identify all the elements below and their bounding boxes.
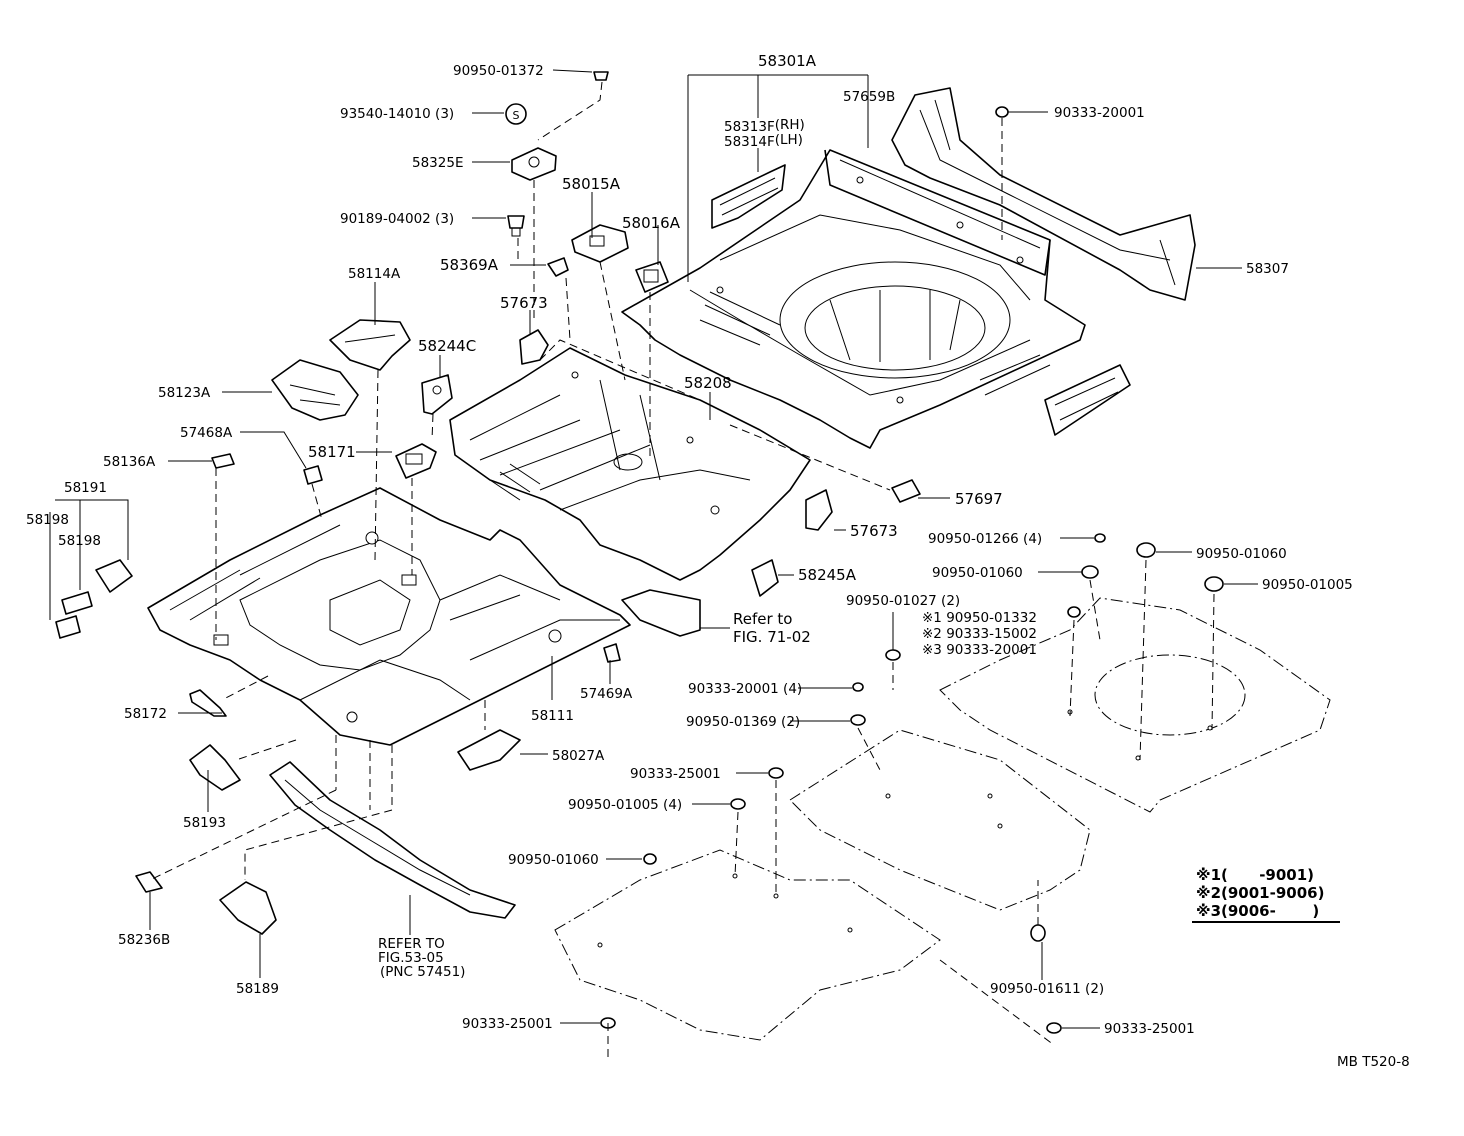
label-90950-01369: 90950-01369 (2)	[686, 714, 800, 730]
svg-text:S: S	[513, 109, 520, 122]
front-floor-58111	[147, 487, 631, 746]
label-58198-inner: 58198	[58, 533, 101, 549]
legend: ※1( -9001) ※2(9001-9006) ※3(9006- )	[1192, 866, 1340, 923]
label-58172: 58172	[124, 706, 167, 722]
note-refer-71-line2: FIG. 71-02	[733, 628, 811, 646]
label-sub3-90333-20001: ※3 90333-20001	[922, 642, 1037, 658]
note-refer-53-line3: (PNC 57451)	[380, 964, 465, 980]
label-58244c: 58244C	[418, 337, 476, 355]
label-90189-04002: 90189-04002 (3)	[340, 211, 454, 227]
panel-piece	[1044, 364, 1131, 436]
label-57659b: 57659B	[843, 89, 895, 105]
label-90950-01060-b: 90950-01060	[1196, 546, 1287, 562]
label-58208: 58208	[684, 374, 732, 392]
label-58313f: 58313F(RH)	[724, 117, 805, 135]
label-58236b: 58236B	[118, 932, 170, 948]
label-57673-upper: 57673	[500, 294, 548, 312]
label-90950-01060-a: 90950-01060	[932, 565, 1023, 581]
label-sub2-90333-15002: ※2 90333-15002	[922, 626, 1037, 642]
label-58325e: 58325E	[412, 155, 463, 171]
label-58027a: 58027A	[552, 748, 605, 764]
note-refer-53-line2: FIG.53-05	[378, 950, 444, 966]
label-57469a: 57469A	[580, 686, 633, 702]
figure-code: MB T520-8	[1337, 1054, 1410, 1070]
center-floor-58208	[449, 347, 811, 581]
label-57468a: 57468A	[180, 425, 233, 441]
label-90333-25001-b: 90333-25001	[462, 1016, 553, 1032]
label-58171: 58171	[308, 443, 356, 461]
leader-lines	[49, 69, 1258, 1029]
bracket-58313f	[711, 164, 786, 229]
rear-panel-57659b	[891, 87, 1196, 301]
label-58245a: 58245A	[798, 566, 857, 584]
label-90950-01266: 90950-01266 (4)	[928, 531, 1042, 547]
label-90333-25001-c: 90333-25001	[1104, 1021, 1195, 1037]
legend-row-3: ※3(9006- )	[1196, 902, 1319, 920]
label-57697: 57697	[955, 490, 1003, 508]
label-90950-01005-b: 90950-01005 (4)	[568, 797, 682, 813]
label-58111: 58111	[531, 708, 574, 724]
label-58307: 58307	[1246, 261, 1289, 277]
legend-row-2: ※2(9001-9006)	[1196, 884, 1324, 902]
label-90333-25001-a: 90333-25001	[630, 766, 721, 782]
rear-mat	[939, 597, 1331, 813]
label-93540-14010: 93540-14010 (3)	[340, 106, 454, 122]
label-58314f: 58314F(LH)	[724, 132, 803, 150]
front-mat	[554, 849, 941, 1041]
middle-mat	[789, 729, 1091, 911]
label-58123a: 58123A	[158, 385, 211, 401]
label-58016a: 58016A	[622, 214, 681, 232]
label-57673-lower: 57673	[850, 522, 898, 540]
part-labels: 90950-01372 93540-14010 (3) 58325E 90189…	[26, 52, 1353, 1037]
label-90950-01611: 90950-01611 (2)	[990, 981, 1104, 997]
label-58198-outer: 58198	[26, 512, 69, 528]
label-58189: 58189	[236, 981, 279, 997]
label-90333-20001-top: 90333-20001	[1054, 105, 1145, 121]
label-58191: 58191	[64, 480, 107, 496]
label-58136a: 58136A	[103, 454, 156, 470]
label-58015a: 58015A	[562, 175, 621, 193]
label-58369a: 58369A	[440, 256, 499, 274]
label-90950-01005-a: 90950-01005	[1262, 577, 1353, 593]
note-refer-71-line1: Refer to	[733, 610, 792, 628]
note-refer-53-line1: REFER TO	[378, 936, 445, 952]
legend-row-1: ※1( -9001)	[1196, 866, 1314, 884]
label-58193: 58193	[183, 815, 226, 831]
label-90950-01060-c: 90950-01060	[508, 852, 599, 868]
label-58301a: 58301A	[758, 52, 817, 70]
label-58114a: 58114A	[348, 266, 401, 282]
label-90950-01027: 90950-01027 (2)	[846, 593, 960, 609]
label-90333-20001-mid: 90333-20001 (4)	[688, 681, 802, 697]
rear-floor-pan-58301a	[621, 149, 1086, 449]
label-90950-01372: 90950-01372	[453, 63, 544, 79]
label-sub1-90950-01332: ※1 90950-01332	[922, 610, 1037, 626]
